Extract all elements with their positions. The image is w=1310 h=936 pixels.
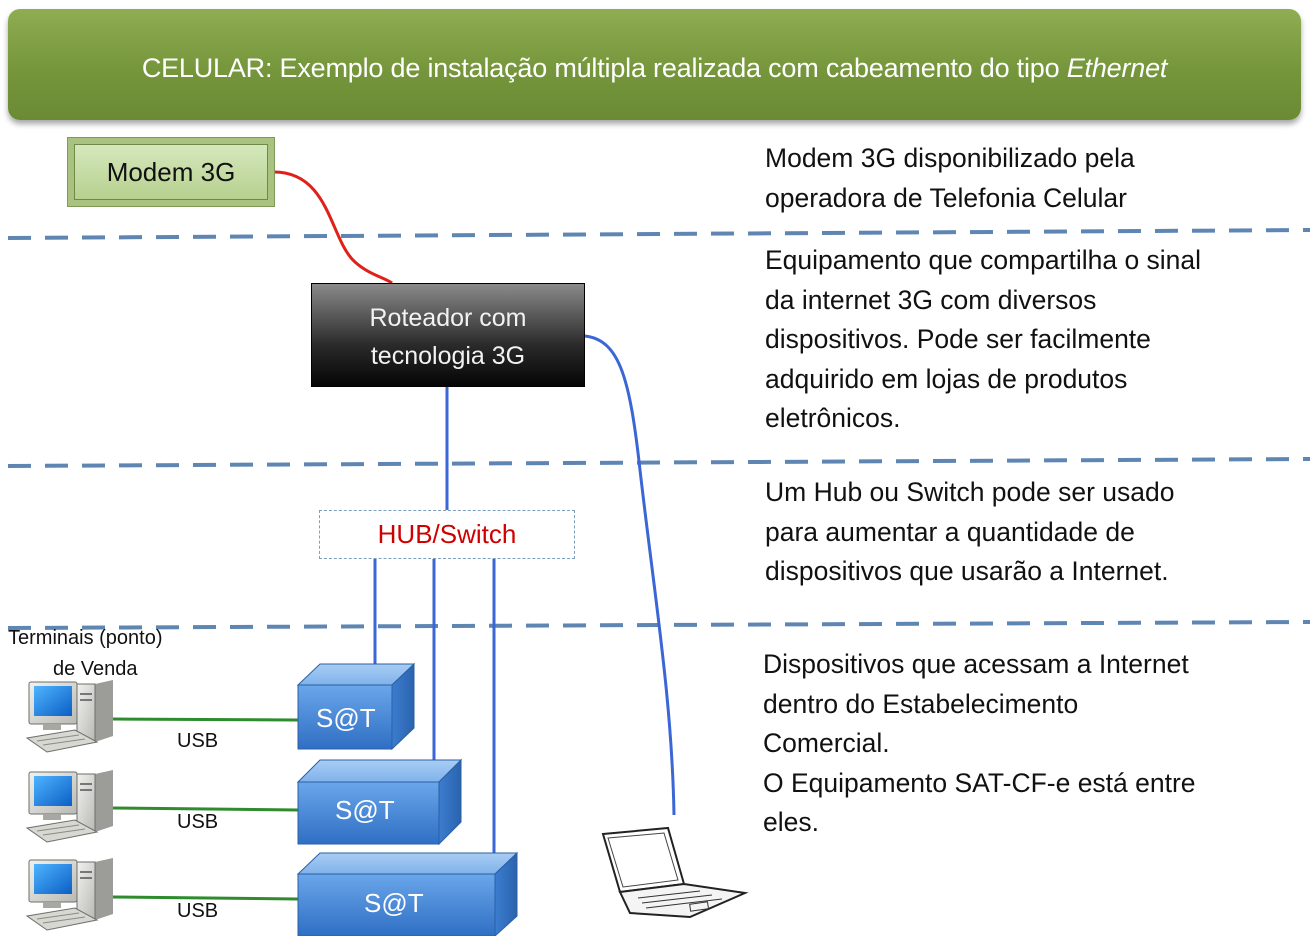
- hub-label: HUB/Switch: [377, 519, 517, 549]
- sat-box: [296, 662, 416, 751]
- hub-description: Um Hub ou Switch pode ser usado para aum…: [765, 477, 1175, 586]
- banner-title-italic: Ethernet: [1066, 53, 1168, 83]
- title-banner: CELULAR: Exemplo de instalação múltipla …: [8, 9, 1301, 120]
- laptop-icon: [601, 826, 749, 919]
- terminals-label-line2: de Venda: [53, 658, 138, 680]
- banner-title: CELULAR: Exemplo de instalação múltipla …: [8, 53, 1301, 84]
- usb-label: USB: [177, 900, 219, 922]
- separator-line: [7, 228, 1310, 240]
- modem-description: Modem 3G disponibilizado pela operadora …: [765, 143, 1135, 213]
- banner-title-main: CELULAR: Exemplo de instalação múltipla …: [141, 53, 1067, 83]
- terminals-label-line1: Terminais (ponto): [8, 627, 163, 649]
- computer-icon: [26, 857, 114, 931]
- devices-description: Dispositivos que acessam a Internet dent…: [763, 649, 1196, 837]
- router-label-line2: tecnologia 3G: [370, 342, 526, 370]
- computer-icon: [26, 679, 114, 753]
- router-box: Roteador com tecnologia 3G: [311, 283, 585, 387]
- sat-box: [296, 758, 463, 846]
- router-laptop-cable: [584, 334, 676, 816]
- modem-label: Modem 3G: [106, 156, 236, 187]
- usb-label: USB: [177, 811, 219, 833]
- computer-icon: [26, 769, 114, 843]
- separator-line: [7, 457, 1310, 468]
- sat-label: S@T: [316, 703, 376, 733]
- usb-cable: [111, 717, 299, 722]
- usb-cable: [111, 895, 299, 901]
- sat-label: S@T: [335, 795, 395, 825]
- sat-box: [296, 851, 519, 936]
- usb-label: USB: [177, 730, 219, 752]
- sat-label: S@T: [364, 888, 424, 918]
- modem-3g-box: Modem 3G: [68, 138, 274, 206]
- usb-cable: [111, 806, 299, 812]
- router-description: Equipamento que compartilha o sinal da i…: [765, 245, 1202, 433]
- hub-switch-box: HUB/Switch: [319, 510, 575, 559]
- red-cable: [273, 170, 393, 285]
- router-label-line1: Roteador com: [369, 304, 527, 332]
